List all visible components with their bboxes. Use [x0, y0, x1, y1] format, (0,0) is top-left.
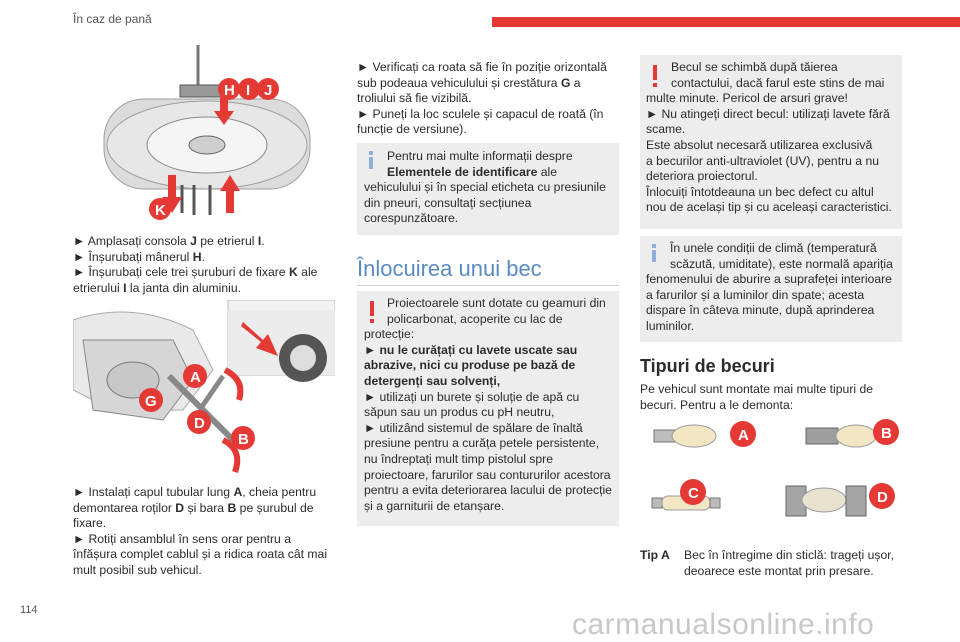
bulb-intro: Pe vehicul sunt montate mai multe tipuri…	[640, 382, 874, 412]
fig1-label-j: J	[264, 82, 272, 99]
fig1-label-k: K	[155, 202, 166, 219]
info-icon	[364, 151, 378, 169]
fig1-label-h: H	[224, 82, 235, 99]
page-number: 114	[20, 604, 38, 616]
warning-icon	[370, 301, 374, 323]
subtitle-bulb-types: Tipuri de becuri	[640, 356, 775, 376]
fig2-label-b: B	[238, 431, 249, 448]
section-title: Înlocuirea unui bec	[357, 256, 542, 281]
bulb-label-b: B	[881, 425, 892, 442]
header-bar	[492, 17, 960, 27]
fig1-label-i: I	[246, 82, 250, 99]
spare-wheel-figure: H I J K	[103, 45, 311, 220]
warning-box-polycarbonate: Proiectoarele sunt dotate cu geamuri din…	[357, 291, 619, 526]
wheel-check-steps: ► Verificați ca roata să fie în poziție …	[357, 60, 607, 137]
bulb-label-d: D	[877, 489, 888, 506]
bulb-label-c: C	[688, 485, 699, 502]
info-icon	[647, 244, 661, 262]
warning-box-bulb: Becul se schimbă după tăierea contactulu…	[640, 55, 902, 229]
header-title: În caz de pană	[73, 12, 152, 26]
winch-tool-figure: A G D B	[73, 300, 335, 476]
steps-1: ► Amplasați consola J pe etrierul I. ► Î…	[73, 234, 318, 295]
tip-a-label: Tip A	[640, 548, 670, 562]
fig2-label-d: D	[194, 415, 205, 432]
info-box-condensation: În unele condiții de climă (temperatură …	[640, 236, 902, 342]
bulb-types-figure: A B C D	[651, 419, 899, 517]
warning-icon	[653, 65, 657, 87]
section-divider	[357, 285, 619, 286]
fig2-label-g: G	[145, 393, 157, 410]
tip-a-text: Bec în întregime din sticlă: trageți ușo…	[684, 548, 894, 578]
fig2-label-a: A	[190, 369, 201, 386]
steps-2: ► Instalați capul tubular lung A, cheia …	[73, 485, 328, 577]
bulb-label-a: A	[738, 427, 749, 444]
info-box-identification: Pentru mai multe informații despre Eleme…	[357, 143, 619, 235]
watermark: carmanualsonline.info	[572, 608, 875, 641]
